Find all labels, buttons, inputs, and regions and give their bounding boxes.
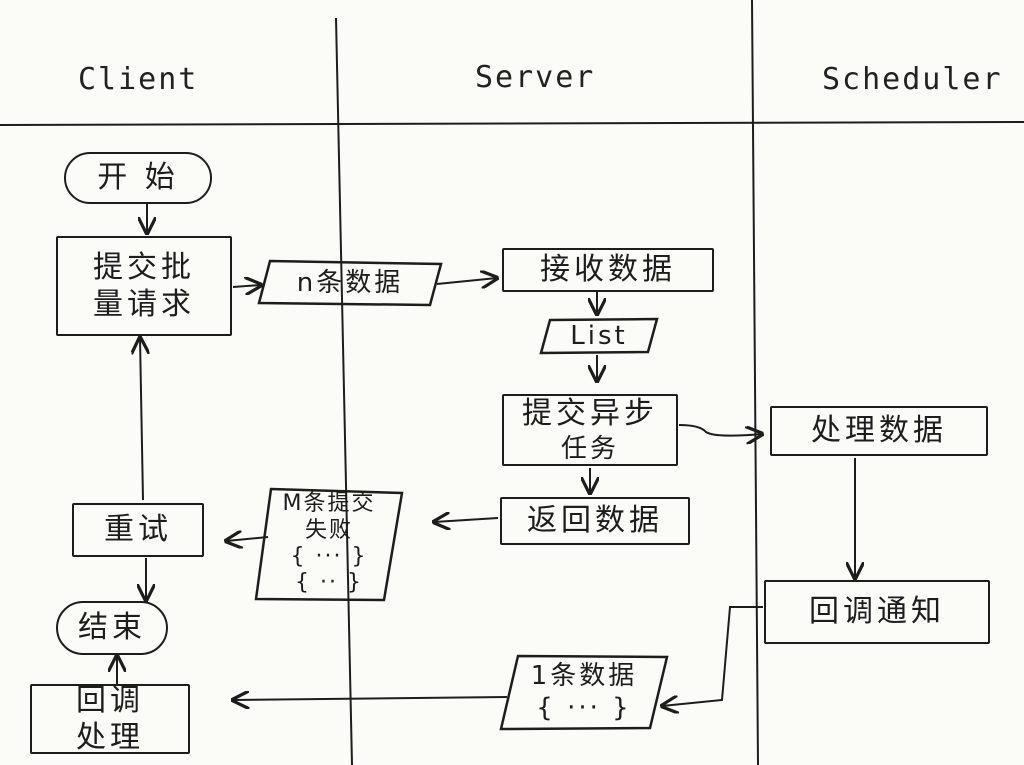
node-return-label: 返回数据 [527,503,663,539]
node-failed-line3: { ··· } [290,544,368,569]
lane-title-server: Server [475,60,596,95]
node-submit-line1: 提交批 [93,249,195,285]
node-receive: 接收数据 [502,248,714,292]
node-callback-handle-line1: 回调 [76,682,144,718]
node-process: 处理数据 [770,406,988,456]
node-async-task: 提交异步 任务 [502,394,678,466]
node-process-label: 处理数据 [811,413,947,449]
node-async-task-line1: 提交异步 [522,396,658,431]
node-submit-line2: 量请求 [93,287,195,322]
arrow-async-process [678,424,762,436]
arrow-retry-submit [140,338,143,501]
arrow-notify-onedata [662,606,763,706]
node-async-task-line2: 任务 [560,433,619,464]
node-end: 结束 [56,601,168,655]
node-callback-notify: 回调通知 [764,580,990,644]
node-callback-handle-line2: 处理 [76,720,144,755]
node-failed-line4: { ·· } [295,570,363,596]
node-callback-handle: 回调 处理 [30,682,190,755]
arrow-onedata-handle [233,697,508,700]
node-start: 开 始 [64,152,212,204]
lane-divider-2 [751,0,759,765]
node-submit-batch: 提交批 量请求 [56,236,232,336]
lane-divider-1 [335,17,353,765]
node-one-data-line2: { ··· } [536,693,632,723]
arrow-submit-ndata [232,285,261,287]
node-one-data-line1: 1条数据 [530,660,638,691]
node-n-data: n条数据 [257,259,443,307]
header-divider [0,121,1024,126]
lane-title-scheduler: Scheduler [822,62,1003,97]
node-receive-label: 接收数据 [540,252,676,288]
node-failed: M条提交 失败 { ··· } { ·· } [254,487,404,602]
node-callback-notify-label: 回调通知 [809,594,945,630]
node-end-label: 结束 [78,610,146,646]
node-n-data-label: n条数据 [296,267,404,298]
node-start-label: 开 始 [97,160,179,196]
node-return: 返回数据 [500,497,690,545]
node-retry-label: 重试 [104,512,172,548]
lane-title-client: Client [78,62,199,97]
node-one-data: 1条数据 { ··· } [499,654,669,731]
node-list: List [539,317,659,355]
node-failed-line1: M条提交 [282,491,376,517]
arrow-ndata-receive [436,278,497,284]
node-list-label: List [570,320,628,351]
arrow-failed-retry [226,537,269,541]
node-failed-line2: 失败 [304,517,353,543]
node-retry: 重试 [72,503,204,557]
arrow-return-failed [434,518,499,522]
